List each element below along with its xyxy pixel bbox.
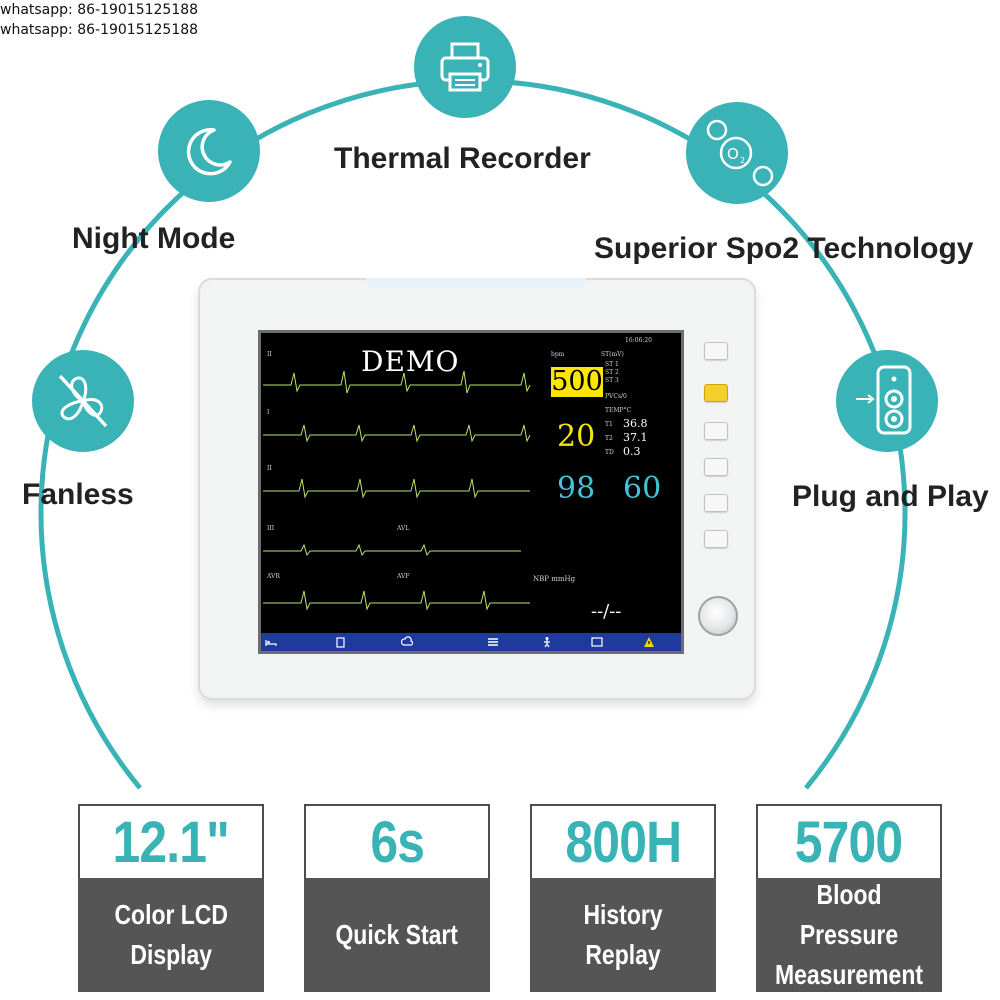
print-button[interactable] (704, 458, 728, 476)
td-label: TD (605, 449, 614, 456)
spec-desc: Blood Pressure Measurement (774, 879, 924, 990)
st2-label: ST 2 (605, 369, 619, 376)
svg-text:2: 2 (740, 156, 745, 165)
lead-label: AVL (397, 525, 410, 532)
spec-value-box: 12.1" (78, 804, 264, 880)
alarm-pause-button[interactable] (704, 422, 728, 440)
moon-icon (158, 100, 260, 202)
oxygen-bubbles-icon: O 2 (686, 102, 788, 204)
monitor-top-strip (366, 278, 586, 288)
plug-port-icon (836, 350, 938, 452)
spec-value-box: 5700 (756, 804, 942, 880)
st3-label: ST 3 (605, 377, 619, 384)
spec-desc: Color LCD Display (114, 899, 228, 970)
spec-value: 6s (370, 809, 425, 875)
spec-desc: Quick Start (335, 919, 459, 950)
power-button[interactable] (704, 342, 728, 360)
spec-card: 6s Quick Start (304, 804, 490, 992)
svg-text:O: O (727, 145, 739, 163)
pulse-rate-value: 60 (623, 471, 662, 506)
spec-card: 12.1" Color LCD Display (78, 804, 264, 992)
clipboard-icon[interactable] (335, 636, 347, 648)
rotary-knob[interactable] (698, 596, 738, 636)
printer-icon (414, 16, 516, 118)
lead-label: II (267, 465, 272, 472)
screen-toolbar (261, 633, 681, 651)
lead-label: AVR (267, 573, 280, 580)
screen-icon[interactable] (591, 636, 603, 648)
demo-watermark: DEMO (361, 345, 460, 378)
spec-card: 5700 Blood Pressure Measurement (756, 804, 942, 992)
spec-desc-box: Quick Start (304, 878, 490, 992)
pvcs-label: PVCs/0 (605, 393, 627, 400)
feature-label-spo2: Superior Spo2 Technology (594, 232, 974, 265)
figure-icon[interactable] (541, 636, 553, 648)
nibp-button[interactable] (704, 494, 728, 512)
spec-value: 12.1" (112, 809, 230, 875)
watermark-text: whatsapp: 86-19015125188 (0, 22, 199, 38)
lead-label: III (267, 525, 275, 532)
t2-label: T2 (605, 435, 613, 442)
hr-unit: bpm (551, 351, 565, 358)
temp-td-value: 0.3 (623, 445, 641, 458)
nibp-unit: NBP mmHg (533, 575, 576, 583)
ecg-waveforms (263, 370, 531, 611)
nibp-value: --/-- (591, 601, 622, 622)
patient-monitor: II I II III AVL AVR AVF DEMO 16:06:20 bp… (198, 278, 756, 700)
alarm-silence-button[interactable] (704, 384, 728, 402)
spec-desc-box: History Replay (530, 878, 716, 992)
resp-rate-value: 20 (557, 419, 596, 454)
heart-rate-value: 500 (551, 366, 603, 397)
spec-desc-box: Color LCD Display (78, 878, 264, 992)
feature-label-fanless: Fanless (22, 478, 134, 511)
st-label: ST(mV) (601, 351, 624, 358)
lead-label: I (267, 409, 270, 416)
spo2-value: 98 (557, 471, 596, 506)
feature-label-plug-and-play: Plug and Play (792, 480, 989, 513)
spec-card: 800H History Replay (530, 804, 716, 992)
feature-label-thermal-recorder: Thermal Recorder (334, 142, 591, 175)
spec-desc: History Replay (583, 899, 663, 970)
menu-button[interactable] (704, 530, 728, 548)
t1-label: T1 (605, 421, 613, 428)
spec-value-box: 6s (304, 804, 490, 880)
spec-desc-box: Blood Pressure Measurement (756, 878, 942, 992)
st1-label: ST 1 (605, 361, 619, 368)
bed-icon[interactable] (265, 636, 277, 648)
list-icon[interactable] (487, 636, 499, 648)
no-fan-icon (32, 350, 134, 452)
spec-value-box: 800H (530, 804, 716, 880)
cloud-icon[interactable] (401, 636, 413, 648)
temp-t1-value: 36.8 (623, 417, 648, 430)
lead-label: II (267, 351, 272, 358)
lead-label: AVF (397, 573, 410, 580)
clock-readout: 16:06:20 (625, 337, 652, 344)
alarm-warning-icon[interactable] (643, 636, 655, 648)
spec-value: 800H (565, 809, 682, 875)
feature-label-night-mode: Night Mode (72, 222, 236, 255)
monitor-screen: II I II III AVL AVR AVF DEMO 16:06:20 bp… (258, 330, 684, 654)
spec-value: 5700 (795, 809, 903, 875)
temp-label: TEMP°C (605, 407, 632, 414)
temp-t2-value: 37.1 (623, 431, 648, 444)
watermark-text: whatsapp: 86-19015125188 (0, 2, 199, 18)
